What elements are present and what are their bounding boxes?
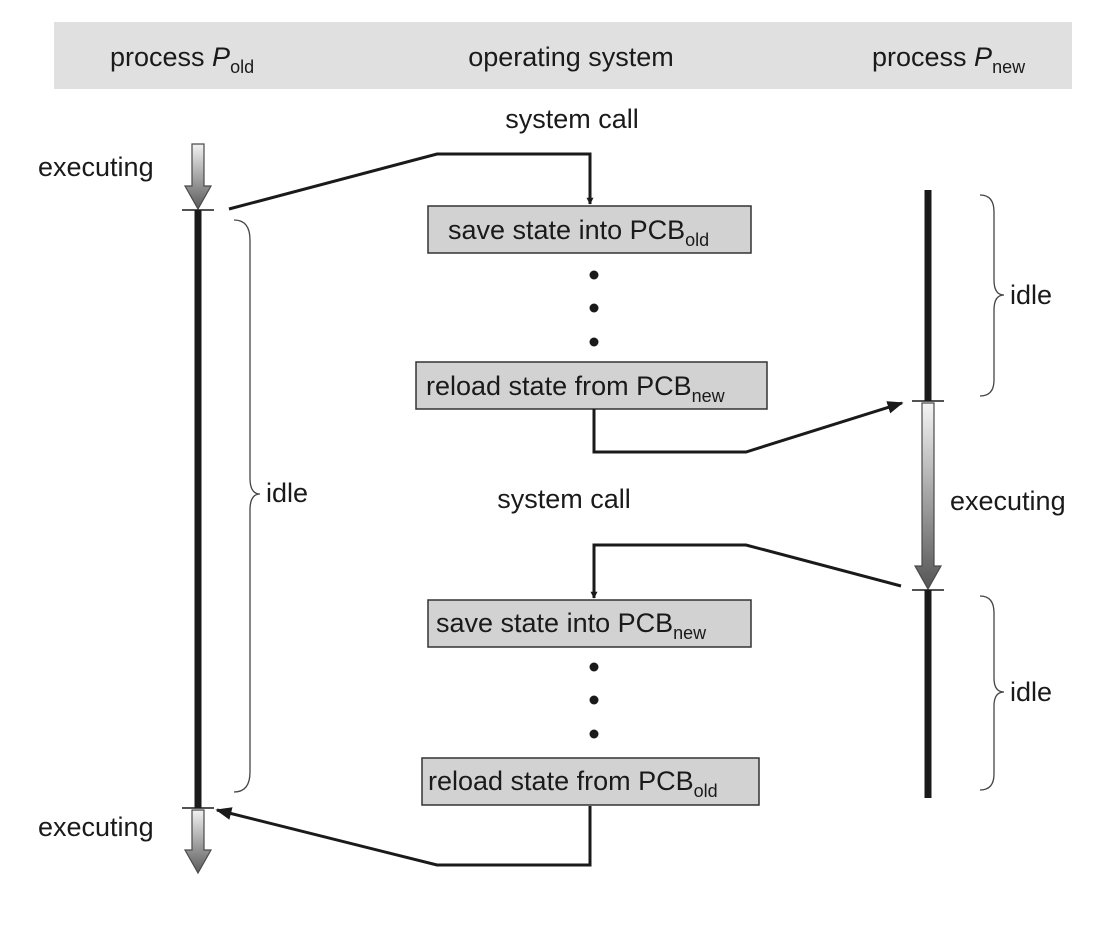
box-reload-new xyxy=(415,361,768,410)
executing-arrow-old-bottom xyxy=(183,809,213,875)
executing-arrow-new xyxy=(913,402,943,591)
ellipsis-dot xyxy=(589,695,599,705)
executing-label-new: executing xyxy=(950,486,1066,516)
box-reload-new-text: reload state from PCBnew xyxy=(426,371,726,406)
header-process-old: process Pold xyxy=(110,42,254,77)
box-reload-old-text: reload state from PCBold xyxy=(428,766,718,801)
ellipsis-dot xyxy=(589,662,599,672)
executing-label-old-top: executing xyxy=(38,152,154,182)
ellipsis-dot xyxy=(589,303,599,313)
box-save-old-text: save state into PCBold xyxy=(448,215,709,250)
arrow-reload-old-to-old xyxy=(215,806,592,867)
ellipsis-dot xyxy=(589,270,599,280)
box-save-new xyxy=(427,599,752,648)
idle-brace-old xyxy=(233,219,261,793)
idle-brace-new-bottom xyxy=(979,595,1005,791)
idle-brace-new-top xyxy=(979,194,1005,397)
executing-arrow-old-top xyxy=(183,143,213,211)
idle-label-new-bottom: idle xyxy=(1010,677,1052,707)
arrow-new-to-save-new xyxy=(590,543,902,599)
header-operating-system: operating system xyxy=(468,42,674,72)
executing-label-old-bottom: executing xyxy=(38,812,154,842)
header-band xyxy=(54,22,1072,89)
system-call-label-2: system call xyxy=(497,484,631,514)
box-save-old xyxy=(427,205,752,254)
idle-label-new-top: idle xyxy=(1010,280,1052,310)
arrow-old-to-save-old xyxy=(228,152,594,211)
idle-label-old: idle xyxy=(266,478,308,508)
ellipsis-dot xyxy=(589,729,599,739)
box-reload-old xyxy=(421,757,760,806)
system-call-label-1: system call xyxy=(505,104,639,134)
arrow-reload-new-to-new xyxy=(592,401,904,454)
box-save-new-text: save state into PCBnew xyxy=(436,608,707,643)
header-process-new: process Pnew xyxy=(872,42,1026,77)
ellipsis-dot xyxy=(589,337,599,347)
